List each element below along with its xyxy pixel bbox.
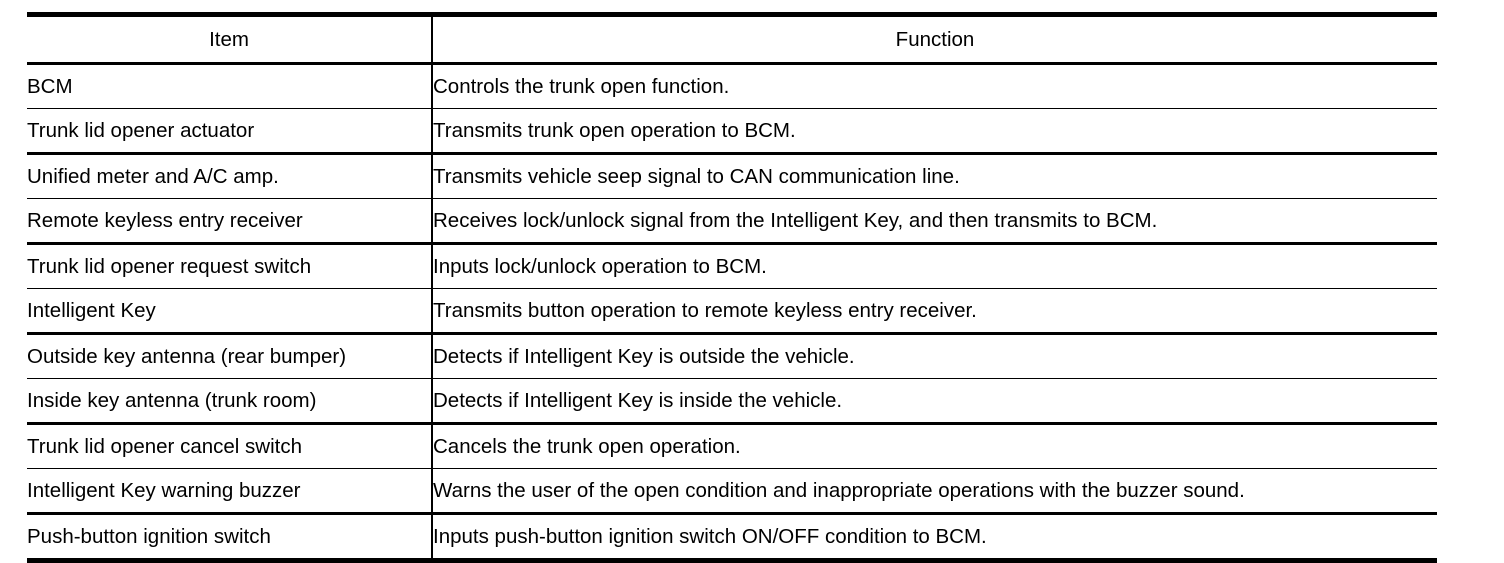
table-cell-item: Trunk lid opener request switch	[27, 243, 433, 289]
table-cell-item: BCM	[27, 63, 433, 109]
column-header-item: Item	[27, 12, 433, 65]
table-cell-item: Intelligent Key	[27, 288, 433, 335]
column-header-function: Function	[432, 12, 1437, 65]
table-cell-item: Outside key antenna (rear bumper)	[27, 333, 433, 379]
table-row: Inside key antenna (trunk room)Detects i…	[27, 378, 1437, 425]
table-cell-function: Inputs lock/unlock operation to BCM.	[432, 243, 1437, 289]
table-cell-item: Trunk lid opener cancel switch	[27, 423, 433, 469]
table-header: Item Function	[27, 12, 1437, 65]
table-cell-function: Transmits button operation to remote key…	[432, 288, 1437, 335]
table-cell-function: Controls the trunk open function.	[432, 63, 1437, 109]
table-cell-item: Intelligent Key warning buzzer	[27, 468, 433, 515]
table-row: Unified meter and A/C amp.Transmits vehi…	[27, 153, 1437, 199]
table-cell-function: Detects if Intelligent Key is inside the…	[432, 378, 1437, 425]
table-cell-function: Inputs push-button ignition switch ON/OF…	[432, 513, 1437, 563]
table-row: Outside key antenna (rear bumper)Detects…	[27, 333, 1437, 379]
table-cell-function: Warns the user of the open condition and…	[432, 468, 1437, 515]
table-cell-function: Detects if Intelligent Key is outside th…	[432, 333, 1437, 379]
table-cell-item: Remote keyless entry receiver	[27, 198, 433, 245]
table-cell-function: Transmits trunk open operation to BCM.	[432, 108, 1437, 155]
table-cell-item: Inside key antenna (trunk room)	[27, 378, 433, 425]
table-cell-item: Push-button ignition switch	[27, 513, 433, 563]
table-cell-item: Unified meter and A/C amp.	[27, 153, 433, 199]
table-cell-function: Transmits vehicle seep signal to CAN com…	[432, 153, 1437, 199]
table-cell-function: Receives lock/unlock signal from the Int…	[432, 198, 1437, 245]
table-cell-item: Trunk lid opener actuator	[27, 108, 433, 155]
table-header-row: Item Function	[27, 12, 1437, 65]
table-cell-function: Cancels the trunk open operation.	[432, 423, 1437, 469]
